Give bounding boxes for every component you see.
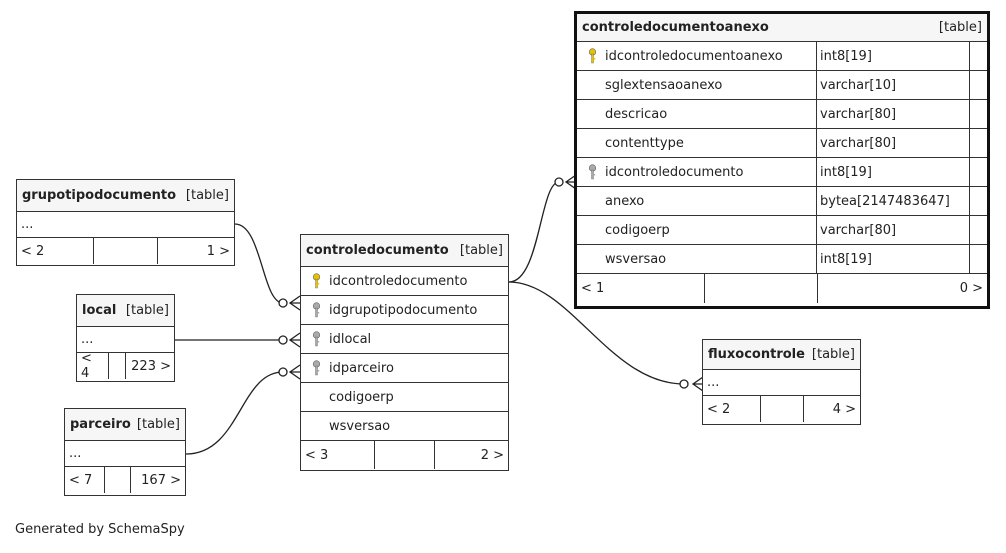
table-parceiro[interactable]: parceiro [table] ... < 7 167 > xyxy=(64,408,186,496)
column-name: codigoerp xyxy=(329,389,394,405)
column-name: anexo xyxy=(605,193,645,209)
foreign-key-icon xyxy=(585,164,599,180)
column-row[interactable]: idparceiro xyxy=(301,354,508,383)
column-row[interactable]: idcontroledocumentoanexo int8[19] xyxy=(577,42,987,71)
column-row[interactable]: idcontroledocumento xyxy=(301,267,508,296)
column-type: int8[19] xyxy=(816,245,969,273)
children-count[interactable]: 223 > xyxy=(131,358,171,374)
table-header: fluxocontrole [table] xyxy=(703,340,860,370)
children-count[interactable]: 167 > xyxy=(141,472,181,488)
column-row[interactable]: idcontroledocumento int8[19] xyxy=(577,158,987,187)
foreign-key-icon xyxy=(309,331,323,347)
table-controledocumentoanexo[interactable]: controledocumentoanexo [table] idcontrol… xyxy=(574,11,990,309)
column-name: idcontroledocumento xyxy=(329,273,468,289)
column-name: idparceiro xyxy=(329,360,394,376)
column-type: int8[19] xyxy=(816,42,969,70)
columns-ellipsis: ... xyxy=(77,327,174,353)
column-name: idcontroledocumentoanexo xyxy=(605,48,783,64)
parents-count[interactable]: < 4 xyxy=(77,351,109,381)
table-name: controledocumentoanexo xyxy=(582,20,769,35)
column-name: contenttype xyxy=(605,135,684,151)
relationship-parceiro xyxy=(185,371,284,455)
column-row[interactable]: wsversao xyxy=(301,412,508,441)
column-row[interactable]: idgrupotipodocumento xyxy=(301,296,508,325)
table-name: controledocumento xyxy=(306,243,449,258)
relationship-grupotipodocumento xyxy=(234,223,284,304)
primary-key-icon xyxy=(309,273,323,289)
column-type: bytea[2147483647] xyxy=(816,187,969,215)
column-type: varchar[80] xyxy=(816,129,969,157)
table-kind: [table] xyxy=(459,243,503,258)
column-name: idgrupotipodocumento xyxy=(329,302,478,318)
column-row[interactable]: descricao varchar[80] xyxy=(577,100,987,129)
column-name: wsversao xyxy=(329,418,391,434)
column-name: idlocal xyxy=(329,331,372,347)
foreign-key-icon xyxy=(309,360,323,376)
children-count[interactable]: 1 > xyxy=(206,243,230,259)
generated-by-text: Generated by SchemaSpy xyxy=(15,522,185,537)
table-kind: [table] xyxy=(136,417,180,432)
table-name: grupotipodocumento xyxy=(22,188,177,203)
foreign-key-icon xyxy=(309,302,323,318)
column-name: descricao xyxy=(605,106,668,122)
table-grupotipodocumento[interactable]: grupotipodocumento [table] ... < 2 1 > xyxy=(16,179,235,266)
column-row[interactable]: wsversao int8[19] xyxy=(577,245,987,274)
column-row[interactable]: idlocal xyxy=(301,325,508,354)
parents-count[interactable]: < 7 xyxy=(65,467,105,493)
children-count[interactable]: 2 > xyxy=(480,447,504,463)
column-name: sglextensaoanexo xyxy=(605,77,723,93)
column-name: wsversao xyxy=(605,251,667,267)
columns-ellipsis: ... xyxy=(65,441,185,467)
table-name: parceiro xyxy=(70,417,131,432)
table-name: fluxocontrole xyxy=(708,347,805,362)
table-footer: < 1 0 > xyxy=(577,274,987,303)
table-footer: < 3 2 > xyxy=(301,441,508,469)
relationship-anexo xyxy=(508,181,560,283)
column-name: codigoerp xyxy=(605,222,670,238)
column-type: varchar[10] xyxy=(816,71,969,99)
table-controledocumento[interactable]: controledocumento [table] idcontroledocu… xyxy=(300,234,509,471)
table-kind: [table] xyxy=(185,188,229,203)
children-count[interactable]: 4 > xyxy=(832,401,856,417)
column-row[interactable]: codigoerp xyxy=(301,383,508,412)
table-kind: [table] xyxy=(938,20,982,35)
column-type: int8[19] xyxy=(816,158,969,186)
column-type: varchar[80] xyxy=(816,216,969,244)
column-row[interactable]: anexo bytea[2147483647] xyxy=(577,187,987,216)
children-count[interactable]: 0 > xyxy=(959,281,983,296)
relationship-fluxocontrole xyxy=(508,281,685,385)
table-header: parceiro [table] xyxy=(65,409,185,441)
parents-count[interactable]: < 2 xyxy=(17,238,94,264)
column-type: varchar[80] xyxy=(816,100,969,128)
parents-count[interactable]: < 1 xyxy=(577,274,705,303)
primary-key-icon xyxy=(585,48,599,64)
table-fluxocontrole[interactable]: fluxocontrole [table] ... < 2 4 > xyxy=(702,339,861,425)
column-row[interactable]: contenttype varchar[80] xyxy=(577,129,987,158)
column-row[interactable]: sglextensaoanexo varchar[10] xyxy=(577,71,987,100)
columns-ellipsis: ... xyxy=(703,370,860,396)
table-kind: [table] xyxy=(125,303,169,318)
parents-count[interactable]: < 2 xyxy=(703,396,761,422)
columns-ellipsis: ... xyxy=(17,212,234,238)
table-header: controledocumento [table] xyxy=(301,235,508,267)
table-header: controledocumentoanexo [table] xyxy=(577,14,987,42)
column-row[interactable]: codigoerp varchar[80] xyxy=(577,216,987,245)
parents-count[interactable]: < 3 xyxy=(301,441,375,469)
table-name: local xyxy=(82,303,117,318)
table-header: grupotipodocumento [table] xyxy=(17,180,234,212)
table-local[interactable]: local [table] ... < 4 223 > xyxy=(76,294,175,382)
column-name: idcontroledocumento xyxy=(605,164,744,180)
table-kind: [table] xyxy=(811,347,855,362)
table-header: local [table] xyxy=(77,295,174,327)
